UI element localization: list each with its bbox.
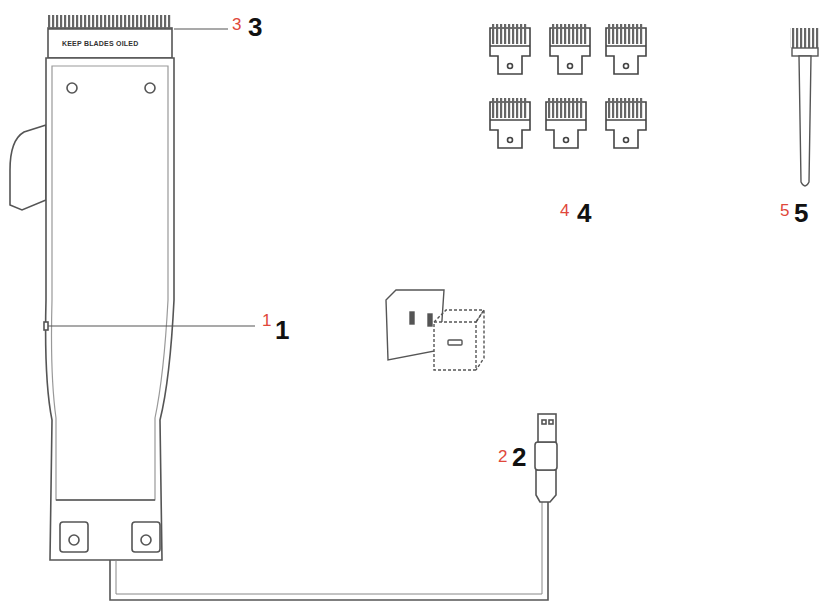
callout-number: 1 [262, 312, 271, 329]
cleaning-brush [790, 28, 820, 186]
blade-inscription: KEEP BLADES OILED [62, 40, 138, 47]
usb-plug [535, 414, 557, 502]
callout-number: 2 [498, 448, 507, 465]
guide-combs [490, 24, 646, 148]
clipper-body [10, 15, 174, 560]
callout-number: 4 [577, 200, 591, 226]
power-adapter [386, 290, 484, 370]
callout-number: 5 [780, 202, 789, 219]
callout-number: 5 [794, 200, 808, 226]
callout-number: 2 [512, 444, 526, 470]
callout-number: 4 [560, 202, 569, 219]
callout-number: 3 [248, 14, 262, 40]
callout-number: 1 [275, 317, 289, 343]
callout-number: 3 [232, 16, 241, 33]
